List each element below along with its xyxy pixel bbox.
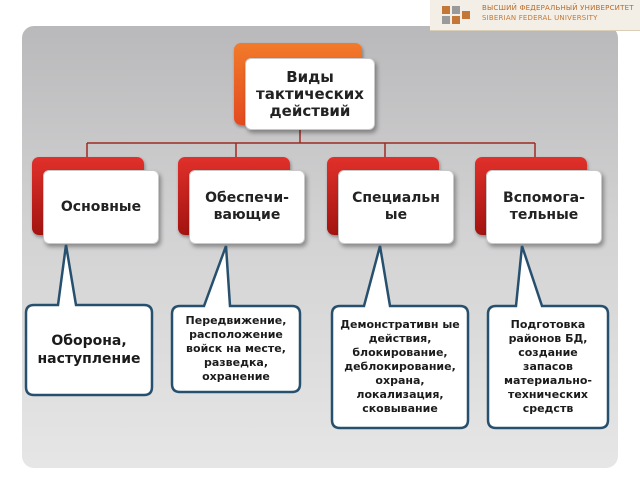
category-node: Основные: [43, 170, 159, 244]
category-node: Вспомога-тельные: [486, 170, 602, 244]
university-name-line2: SIBERIAN FEDERAL UNIVERSITY: [482, 14, 598, 22]
category-label: Вспомога-тельные: [503, 190, 585, 223]
callout-bubble: Оборона, наступление: [24, 244, 154, 397]
callout-text: Подготовка районов БД, создание запасов …: [504, 318, 592, 415]
root-node-label: Виды тактических действий: [256, 67, 364, 120]
university-name-line1: ВЫСШИЙ ФЕДЕРАЛЬНЫЙ УНИВЕРСИТЕТ: [482, 4, 634, 12]
category-label: Основные: [60, 198, 142, 215]
callout-bubble: Подготовка районов БД, создание запасов …: [486, 245, 610, 430]
callout-text: Демонстративн ые действия, блокирование,…: [340, 318, 460, 415]
category-node: Обеспечи-вающие: [189, 170, 305, 244]
callout-text: Передвижение, расположение войск на мест…: [185, 314, 287, 383]
university-name: ВЫСШИЙ ФЕДЕРАЛЬНЫЙ УНИВЕРСИТЕТ SIBERIAN …: [482, 3, 634, 23]
category-label: Специальн ые: [352, 190, 440, 223]
category-label: Обеспечи-вающие: [205, 190, 289, 223]
callout-bubble: Демонстративн ые действия, блокирование,…: [330, 245, 470, 430]
callout-bubble: Передвижение, расположение войск на мест…: [170, 245, 302, 394]
university-logo-icon: [442, 6, 470, 24]
root-node: Виды тактических действий: [245, 58, 375, 130]
callout-text: Оборона, наступление: [37, 333, 141, 367]
category-node: Специальн ые: [338, 170, 454, 244]
